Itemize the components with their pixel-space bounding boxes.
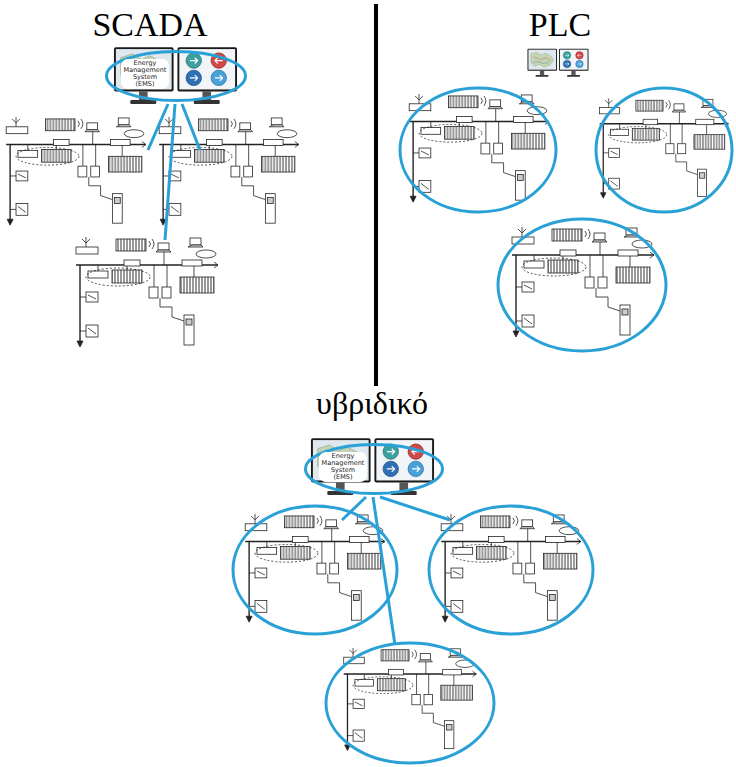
plc-panel [400,49,732,351]
substation-figure [6,117,146,225]
link-line [380,497,450,520]
panel-title: PLC [529,6,591,43]
substation-figure [512,227,654,337]
ems-ellipse: Energy Management System (EMS) [105,50,247,102]
link-line [182,104,200,150]
local-control-ellipse [429,506,593,634]
local-control-ellipse [326,643,494,763]
substation-figure [159,117,299,225]
scada-panel [6,47,299,347]
substation-figure [245,514,385,622]
substation-figure [344,648,477,751]
screen-label: Energy Management System (EMS) [121,59,169,90]
substation-figure [76,237,218,347]
local-control-ellipse [596,88,732,212]
link-line [342,497,366,520]
panel-title: SCADA [92,6,207,43]
local-control-ellipse [233,506,397,634]
screen-label: Energy Management System (EMS) [319,452,367,483]
local-control-ellipse [400,88,556,212]
substation-figure [600,98,729,198]
node-text: Energy Management System (EMS) [123,60,167,89]
link-line [373,497,395,645]
substation-figure [441,514,581,622]
ellipse-outline [306,445,443,494]
node-text: Energy Management System (EMS) [321,453,365,482]
substation-figure [409,94,549,202]
link-line [148,104,168,150]
panel-title: υβριδικό [316,386,428,421]
link-line [165,104,175,240]
monitor-figure [527,49,588,77]
hybrid-panel [233,438,593,763]
local-control-ellipse [498,219,666,351]
ems-ellipse: Energy Management System (EMS) [304,443,444,495]
panel-divider [374,4,378,386]
ellipse-outline [107,52,246,101]
